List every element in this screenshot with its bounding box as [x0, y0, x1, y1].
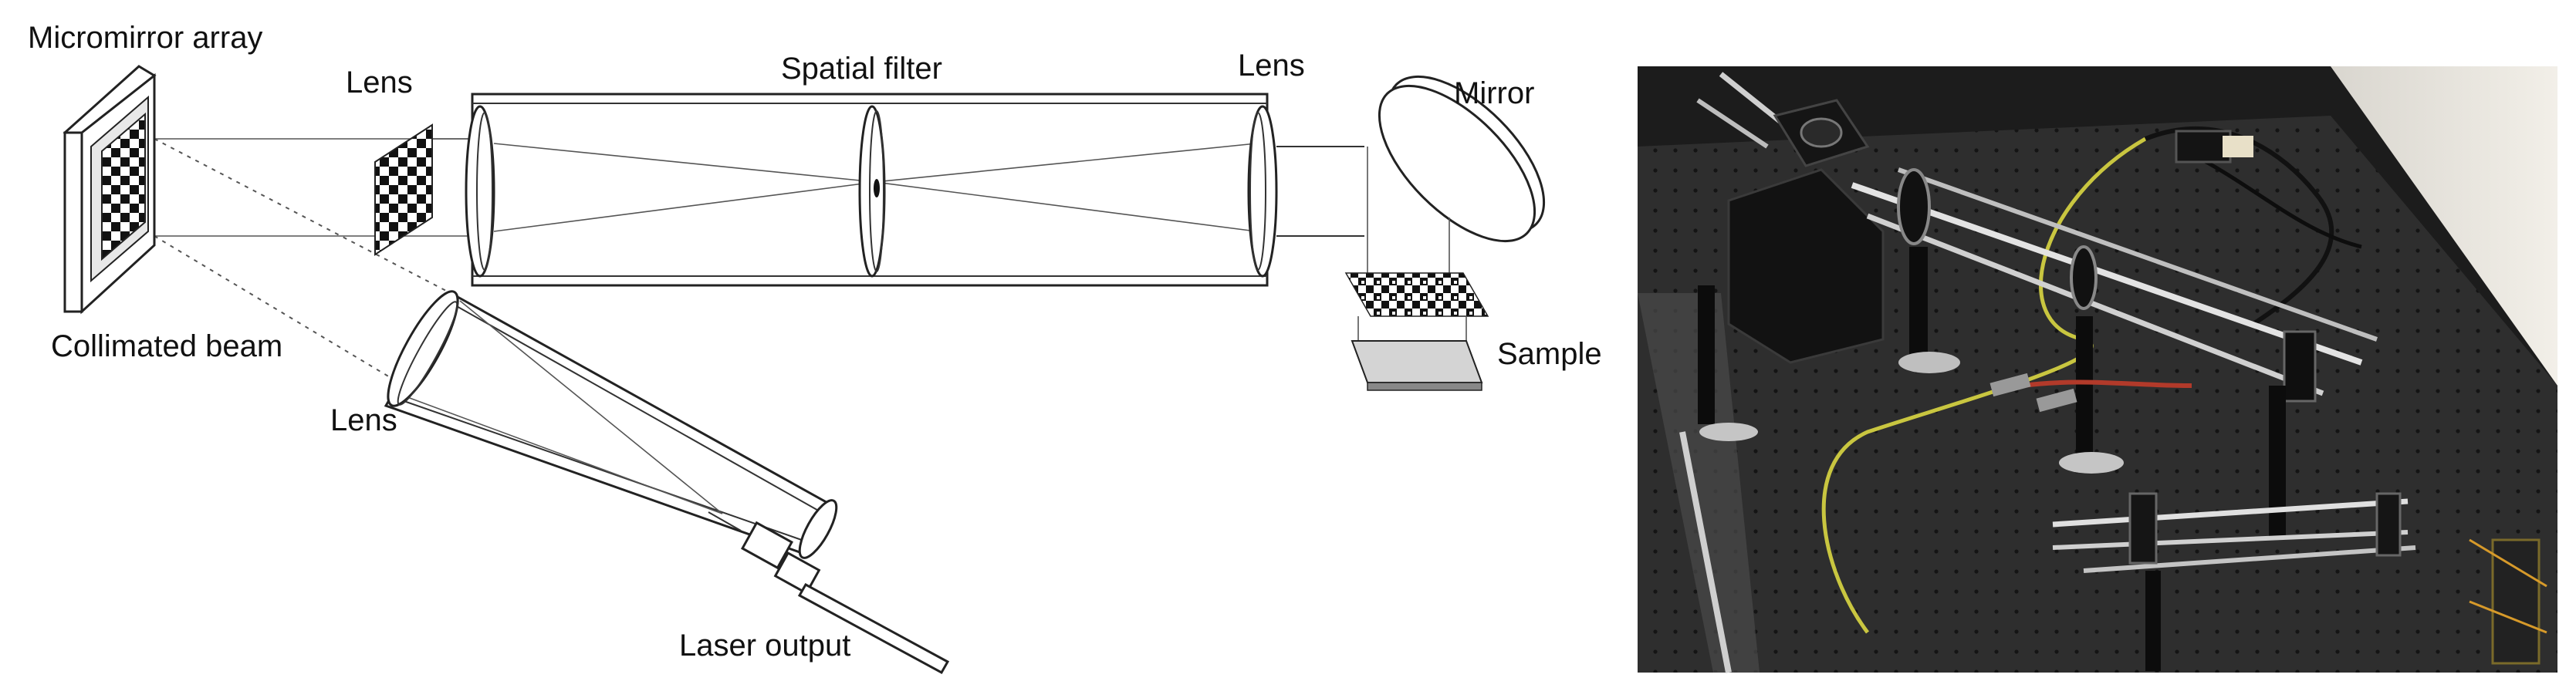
label-mirror: Mirror — [1454, 76, 1534, 110]
output-tube — [1276, 146, 1364, 237]
spatial-filter-tube — [465, 93, 1278, 287]
diagram-labels: Micromirror array Lens Spatial filter Le… — [28, 21, 1602, 663]
label-lens-small: Lens — [346, 66, 413, 99]
micromirror-array — [63, 65, 157, 315]
mirror — [1367, 75, 1546, 278]
label-spatial-filter: Spatial filter — [781, 52, 942, 86]
label-laser-output: Laser output — [679, 629, 850, 663]
label-micromirror-array: Micromirror array — [28, 21, 262, 55]
optical-schematic: Micromirror array Lens Spatial filter Le… — [28, 21, 1602, 675]
sample — [1351, 340, 1483, 391]
label-lens-right: Lens — [1238, 49, 1305, 83]
label-collimated-beam: Collimated beam — [51, 329, 282, 363]
diagonal-beam-lines — [154, 138, 448, 380]
patterned-lens — [374, 123, 433, 256]
setup-photograph — [1638, 66, 2557, 673]
label-sample: Sample — [1497, 337, 1602, 371]
projected-pattern — [1344, 272, 1489, 341]
label-lens-laser: Lens — [330, 403, 397, 437]
laser-assembly — [384, 290, 950, 675]
